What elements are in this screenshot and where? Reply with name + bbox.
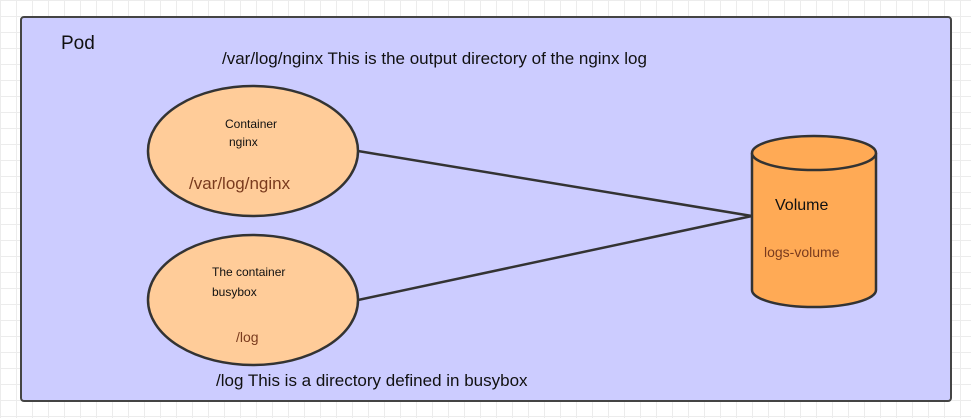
volume-name: logs-volume xyxy=(764,244,840,260)
volume-top xyxy=(750,134,878,172)
volume-title: Volume xyxy=(775,197,828,214)
container-busybox-path: /log xyxy=(236,329,259,345)
container-busybox-title: The container xyxy=(212,265,285,279)
container-nginx-name: nginx xyxy=(229,135,258,149)
connector-nginx-volume xyxy=(357,149,753,218)
volume-cylinder xyxy=(750,134,878,309)
connector-busybox-volume xyxy=(357,214,753,302)
bottom-annotation: /log This is a directory defined in busy… xyxy=(216,371,528,390)
top-annotation: /var/log/nginx This is the output direct… xyxy=(222,49,647,68)
container-busybox-ellipse xyxy=(146,233,360,367)
volume-body xyxy=(750,153,878,309)
container-nginx-path: /var/log/nginx xyxy=(189,174,291,193)
container-nginx-title: Container xyxy=(225,117,277,131)
container-busybox-name: busybox xyxy=(212,285,257,299)
container-nginx-ellipse xyxy=(146,84,360,218)
pod-label: Pod xyxy=(61,33,95,54)
